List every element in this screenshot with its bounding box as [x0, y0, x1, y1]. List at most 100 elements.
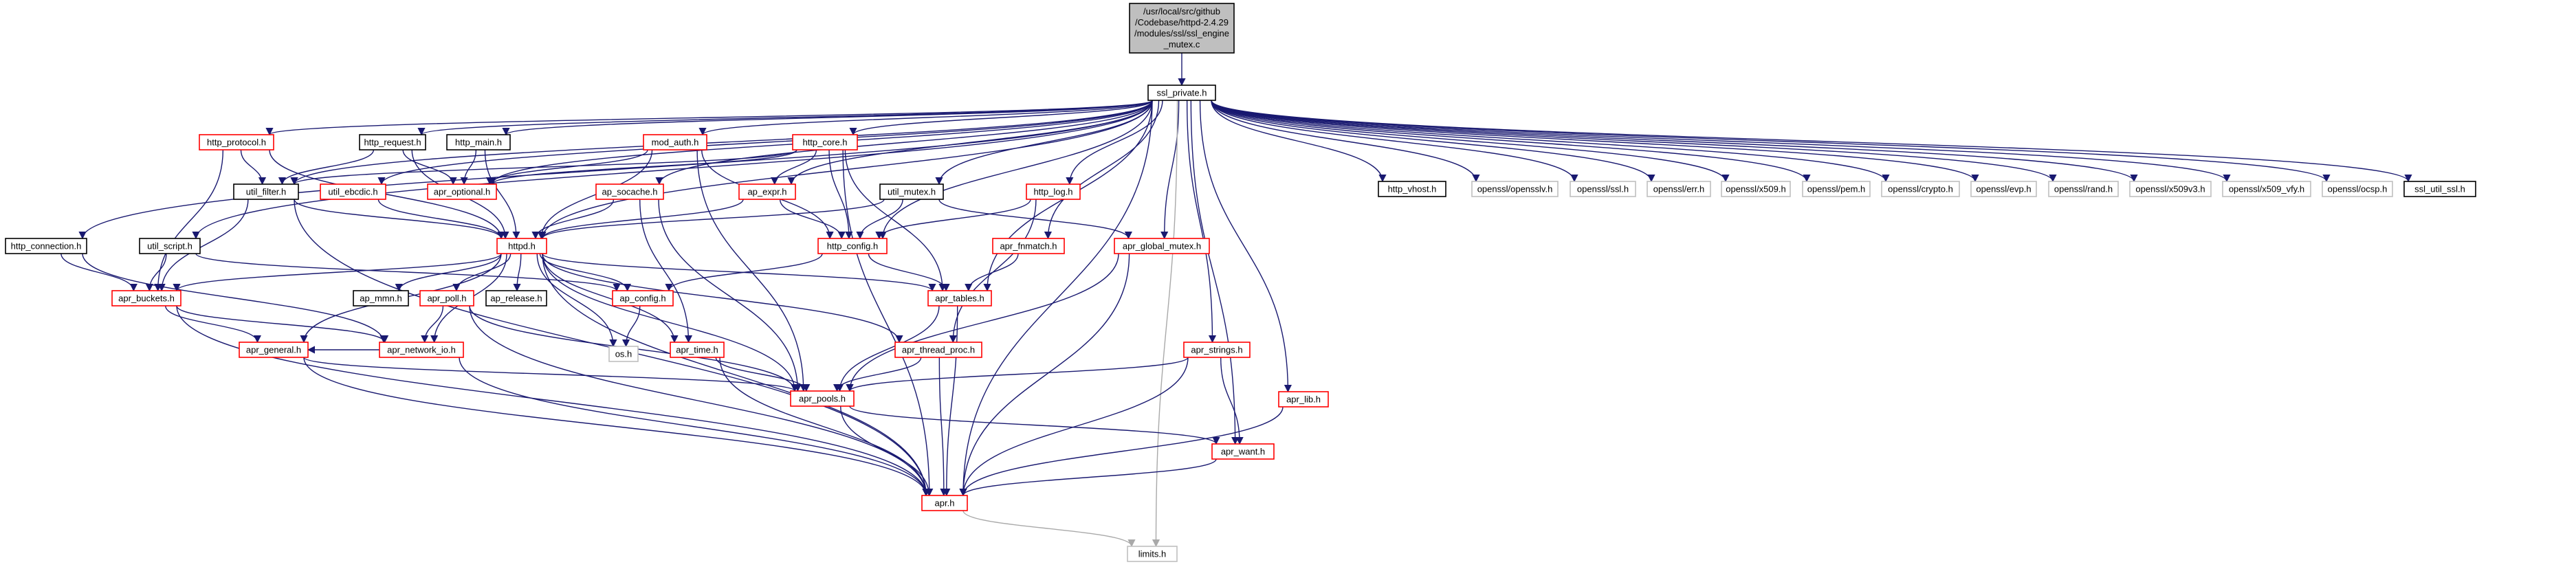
node-apr-buckets[interactable]: apr_buckets.h — [111, 290, 181, 306]
node-ssl-private[interactable]: ssl_private.h — [1147, 85, 1216, 101]
node-label: ssl_private.h — [1157, 88, 1207, 98]
node-apr-lib[interactable]: apr_lib.h — [1278, 391, 1329, 408]
node-apr-time[interactable]: apr_time.h — [670, 342, 725, 358]
node-ap-expr[interactable]: ap_expr.h — [738, 183, 796, 200]
node-label: util_ebcdic.h — [328, 187, 377, 197]
node-util-filter[interactable]: util_filter.h — [233, 183, 299, 200]
edge-ssl-private-to-apr-global-mutex — [1160, 100, 1180, 240]
edge-apr-tables-to-apr-pools — [835, 305, 940, 392]
node-util-ebcdic[interactable]: util_ebcdic.h — [320, 183, 386, 200]
edge-ap-config-to-os — [621, 305, 641, 348]
edge-httpd-to-ap-mmn — [395, 253, 502, 292]
edge-http-core-to-apr — [842, 149, 934, 497]
node-label: ap_config.h — [619, 293, 665, 304]
node-ssl-util-ssl[interactable]: ssl_util_ssl.h — [2403, 181, 2476, 197]
node-mod-auth[interactable]: mod_auth.h — [643, 134, 707, 150]
node-apr-network-io[interactable]: apr_network_io.h — [379, 342, 464, 358]
edge-ssl-private-to-apr-want — [1190, 100, 1240, 445]
node-label: ap_release.h — [490, 293, 542, 304]
node-label: apr_network_io.h — [387, 345, 456, 355]
node-label: os.h — [615, 349, 632, 359]
edges-layer — [60, 53, 2412, 548]
node-openssl-err[interactable]: openssl/err.h — [1647, 181, 1711, 197]
edge-ssl-private-to-mod-auth — [698, 100, 1153, 136]
node-ap-release[interactable]: ap_release.h — [485, 290, 547, 306]
edge-ssl-private-to-ssl-util-ssl — [1211, 100, 2412, 183]
node-label: ap_expr.h — [747, 187, 786, 197]
node-http-connection[interactable]: http_connection.h — [5, 238, 87, 254]
node-apr-pools[interactable]: apr_pools.h — [790, 390, 855, 407]
node-label: ap_socache.h — [602, 187, 658, 197]
node-http-protocol[interactable]: http_protocol.h — [199, 134, 274, 150]
node-http-main[interactable]: http_main.h — [446, 134, 511, 150]
node-apr-thread-proc[interactable]: apr_thread_proc.h — [894, 342, 982, 358]
node-http-log[interactable]: http_log.h — [1026, 183, 1081, 200]
node-http-vhost[interactable]: http_vhost.h — [1378, 181, 1446, 197]
node-openssl-x509[interactable]: openssl/x509.h — [1721, 181, 1791, 197]
edge-http-connection-to-apr-network-io — [82, 253, 388, 344]
node-openssl-rand[interactable]: openssl/rand.h — [2048, 181, 2119, 197]
node-openssl-evp[interactable]: openssl/evp.h — [1970, 181, 2037, 197]
node-label: openssl/crypto.h — [1888, 184, 1953, 194]
edge-apr-buckets-to-apr — [176, 305, 930, 497]
node-openssl-x509v3[interactable]: openssl/x509v3.h — [2129, 181, 2212, 197]
node-label: apr_general.h — [246, 345, 301, 355]
edge-http-core-to-apr-tables — [844, 149, 947, 292]
node-apr-tables[interactable]: apr_tables.h — [927, 290, 992, 306]
edge-http-log-to-http-config — [875, 199, 1031, 240]
node-label: http_protocol.h — [207, 137, 266, 148]
node-label: ap_mmn.h — [360, 293, 401, 304]
node-apr-general[interactable]: apr_general.h — [239, 342, 309, 358]
edge-util-script-to-apr-buckets — [145, 253, 167, 292]
node-apr-optional[interactable]: apr_optional.h — [427, 183, 497, 200]
node-label: apr_buckets.h — [118, 293, 175, 304]
edge-util-script-to-ap-config — [195, 253, 621, 292]
edge-apr-general-to-apr — [303, 357, 930, 497]
node-httpd[interactable]: httpd.h — [496, 238, 547, 254]
node-openssl-ocsp[interactable]: openssl/ocsp.h — [2322, 181, 2393, 197]
node-openssl-x509-vfy[interactable]: openssl/x509_vfy.h — [2222, 181, 2311, 197]
edge-ssl-private-to-apr-fnmatch — [1044, 100, 1160, 240]
edge-mod-auth-to-apr-optional — [485, 149, 648, 186]
node-opensslv[interactable]: openssl/opensslv.h — [1471, 181, 1559, 197]
root-label-line: _mutex.c — [1163, 39, 1200, 49]
node-apr[interactable]: apr.h — [921, 495, 968, 511]
node-openssl-crypto[interactable]: openssl/crypto.h — [1881, 181, 1960, 197]
node-apr-poll[interactable]: apr_poll.h — [419, 290, 474, 306]
node-apr-strings[interactable]: apr_strings.h — [1183, 342, 1251, 358]
node-http-core[interactable]: http_core.h — [792, 134, 858, 150]
node-label: util_script.h — [147, 241, 192, 252]
node-openssl-pem[interactable]: openssl/pem.h — [1802, 181, 1871, 197]
edge-apr-pools-to-apr — [840, 405, 933, 497]
edge-ssl-private-to-openssl-rand — [1211, 100, 2057, 183]
node-limits[interactable]: limits.h — [1127, 546, 1178, 562]
edge-ssl-private-to-http-main — [502, 100, 1153, 136]
edge-ssl-private-to-openssl-x509-vfy — [1211, 100, 2231, 183]
node-ap-socache[interactable]: ap_socache.h — [595, 183, 664, 200]
edge-util-filter-to-apr-buckets — [157, 199, 249, 292]
node-http-config[interactable]: http_config.h — [817, 238, 888, 254]
node-label: http_log.h — [1033, 187, 1072, 197]
node-ap-config[interactable]: ap_config.h — [612, 290, 674, 306]
node-label: apr.h — [935, 498, 955, 509]
node-label: apr_thread_proc.h — [902, 345, 975, 355]
node-ap-mmn[interactable]: ap_mmn.h — [353, 290, 409, 306]
node-http-request[interactable]: http_request.h — [359, 134, 426, 150]
node-label: apr_strings.h — [1191, 345, 1242, 355]
edge-apr-want-to-apr — [959, 458, 1217, 497]
root-label-line: /modules/ssl/ssl_engine — [1134, 28, 1229, 38]
node-apr-global-mutex[interactable]: apr_global_mutex.h — [1114, 238, 1210, 254]
node-label: openssl/pem.h — [1807, 184, 1866, 194]
node-apr-want[interactable]: apr_want.h — [1211, 443, 1275, 460]
node-openssl-ssl[interactable]: openssl/ssl.h — [1570, 181, 1636, 197]
node-label: openssl/err.h — [1653, 184, 1704, 194]
edge-http-log-to-apr-thread-proc — [949, 199, 1037, 344]
node-util-mutex[interactable]: util_mutex.h — [879, 183, 944, 200]
node-os[interactable]: os.h — [608, 346, 639, 362]
node-util-script[interactable]: util_script.h — [139, 238, 201, 254]
edge-httpd-to-apr-poll — [452, 253, 511, 292]
edge-ssl-private-to-http-config — [879, 100, 1153, 240]
edge-util-filter-to-httpd — [294, 199, 505, 240]
node-apr-fnmatch[interactable]: apr_fnmatch.h — [992, 238, 1065, 254]
